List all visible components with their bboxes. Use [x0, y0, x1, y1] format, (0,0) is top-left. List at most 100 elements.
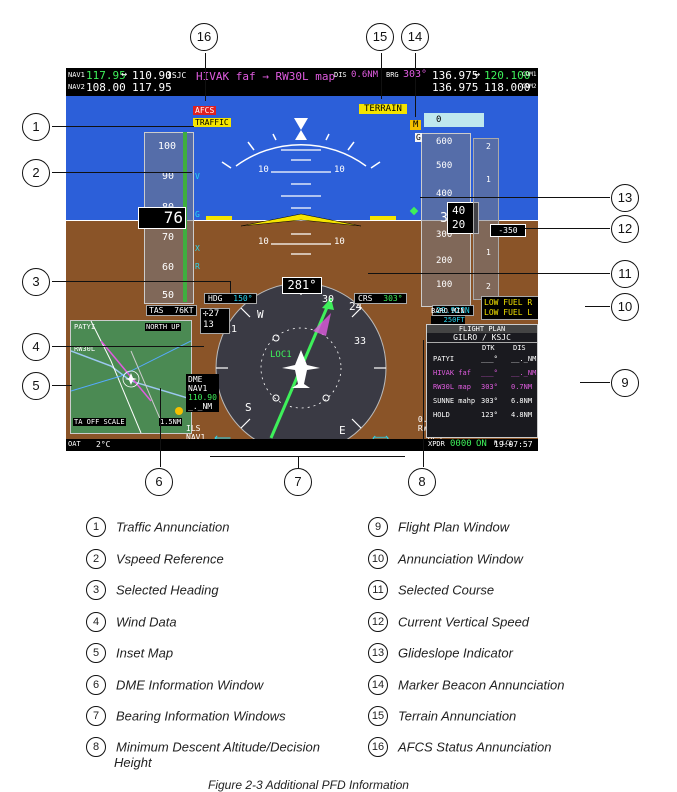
fpl-cell-dis: 6.8NM	[511, 397, 533, 405]
pitch-label-up-left: 10	[258, 165, 269, 175]
altitude-upper: 40	[452, 204, 466, 217]
selected-course-box[interactable]: CRS 303°	[354, 293, 407, 304]
callout-3: 3	[22, 268, 50, 296]
com2-standby-freq[interactable]: 118.000	[484, 81, 531, 94]
selected-heading-box[interactable]: HDG 150°	[204, 293, 257, 304]
inset-map[interactable]: PATYI NORTH UP RW30L TA OFF SCALE 1.5NM	[70, 320, 192, 434]
fpl-cell-dtk: ___°	[481, 355, 498, 363]
bottom-bar	[66, 439, 538, 451]
speed-tick-100: 100	[158, 141, 177, 152]
dme-nav: NAV1	[188, 384, 208, 393]
baro-setting[interactable]: 29.92IN	[432, 305, 474, 316]
crs-value: 303°	[383, 294, 403, 303]
flight-plan-window[interactable]: FLIGHT PLAN GILRO / KSJC DTK DIS PATYI__…	[426, 324, 538, 438]
vspeed-v: V	[195, 172, 200, 181]
nav1-standby-freq[interactable]: 110.90	[132, 69, 172, 82]
fpl-cell-dis: 0.7NM	[511, 383, 533, 391]
vspeed-g: G	[195, 210, 200, 219]
dme-label: DME	[188, 375, 203, 384]
speed-tick-90: 90	[162, 171, 175, 182]
fpl-row[interactable]: SUNNE mahp 303° 6.8NM	[427, 395, 537, 409]
xpdr-mode[interactable]: ON	[476, 439, 487, 449]
nav-com-bar: NAV1 117.95 ↔ 110.90 ISJC NAV2 108.00 11…	[66, 68, 538, 96]
fpl-cell-dis: __._NM	[511, 369, 537, 377]
nav-swap-arrow: ↔	[121, 69, 128, 80]
compass-s: S	[245, 401, 252, 414]
lcl-label: LCL	[502, 440, 513, 447]
inset-north-up: NORTH UP	[145, 323, 181, 331]
callout-13: 13	[611, 184, 639, 212]
fpl-row[interactable]: HIVAK faf___°__._NM	[427, 367, 537, 381]
fpl-route: GILRO / KSJC	[427, 333, 537, 343]
traffic-annunciation: TRAFFIC	[193, 118, 231, 127]
afcs-annunciation: AFCS	[193, 106, 217, 115]
clock-time: 19:07:57	[494, 440, 533, 449]
attitude-indicator	[206, 118, 396, 255]
nav2-standby-freq[interactable]: 117.95	[132, 81, 172, 94]
oat-value: 2°C	[96, 440, 111, 449]
altitude-hundreds: 3	[440, 211, 448, 226]
com1-standby-freq[interactable]: 120.100	[484, 69, 531, 82]
dis-value: 0.6NM	[351, 70, 379, 80]
xpdr-code[interactable]: 0000	[450, 439, 472, 449]
legend-item-8-cont: Height	[114, 755, 152, 771]
inset-range: 1.5NM	[159, 418, 183, 426]
tas-label: TAS	[149, 306, 164, 315]
active-leg: HIVAK faf → RW30L map	[196, 70, 336, 83]
alt-tick-300: 300	[436, 230, 453, 240]
fpl-row[interactable]: PATYI___°__._NM	[427, 353, 537, 367]
vsi-tick-2-up: 2	[486, 142, 491, 151]
com1-active-freq[interactable]: 136.975	[432, 69, 479, 82]
fpl-cell-dtk: 303°	[481, 397, 498, 405]
vspeed-x: X	[195, 244, 200, 253]
nav1-ident: ISJC	[167, 71, 187, 80]
vsi-tick-1-up: 1	[486, 175, 491, 184]
annunciation-window: LOW FUEL R LOW FUEL L	[481, 296, 538, 320]
marker-beacon-annunciation: M	[410, 120, 422, 130]
inset-map-graphics	[71, 321, 191, 433]
callout-7: 7	[284, 468, 312, 496]
xpdr-reply: R	[494, 440, 498, 447]
inset-ta-off-scale: TA OFF SCALE	[73, 418, 126, 426]
wind-arrow-icon: ✢	[203, 309, 209, 319]
tas-box: TAS 76KT	[146, 305, 197, 316]
fpl-cell-dis: 4.8NM	[511, 411, 533, 419]
callout-8: 8	[408, 468, 436, 496]
speed-tick-60: 60	[162, 262, 175, 273]
crs-label: CRS	[358, 294, 373, 303]
callout-6: 6	[145, 468, 173, 496]
nav1-active-freq[interactable]: 117.95	[86, 69, 126, 82]
vsi-tick-2-down: 2	[486, 282, 491, 291]
alt-tick-200: 200	[436, 256, 453, 266]
altitude-lower: 20	[452, 218, 466, 231]
inset-label-patyi: PATYI	[74, 323, 96, 331]
com-swap-arrow: ↔	[474, 69, 481, 80]
fpl-cell-dtk: 123°	[481, 411, 498, 419]
dis-label: DIS	[334, 71, 347, 79]
pitch-label-down-right: 10	[334, 237, 345, 247]
hdg-value: 150°	[233, 294, 253, 303]
callout-12: 12	[611, 215, 639, 243]
compass-w: W	[257, 308, 264, 321]
com2-active-freq[interactable]: 136.975	[432, 81, 479, 94]
callout-16: 16	[190, 23, 218, 51]
hdg-label: HDG	[208, 294, 223, 303]
fpl-cell-wpt: SUNNE mahp	[433, 397, 476, 405]
callout-15: 15	[366, 23, 394, 51]
nav2-active-freq[interactable]: 108.00	[86, 81, 126, 94]
wind-speed: 27	[208, 309, 220, 319]
fpl-cell-wpt: RW30L map	[433, 383, 471, 391]
fpl-cell-dis: __._NM	[511, 355, 537, 363]
callout-1: 1	[22, 113, 50, 141]
callout-2: 2	[22, 159, 50, 187]
vertical-speed-readout: -350	[490, 224, 526, 237]
xpdr-label: XPDR	[428, 440, 445, 448]
wind-data: ✢27 13	[200, 308, 230, 334]
